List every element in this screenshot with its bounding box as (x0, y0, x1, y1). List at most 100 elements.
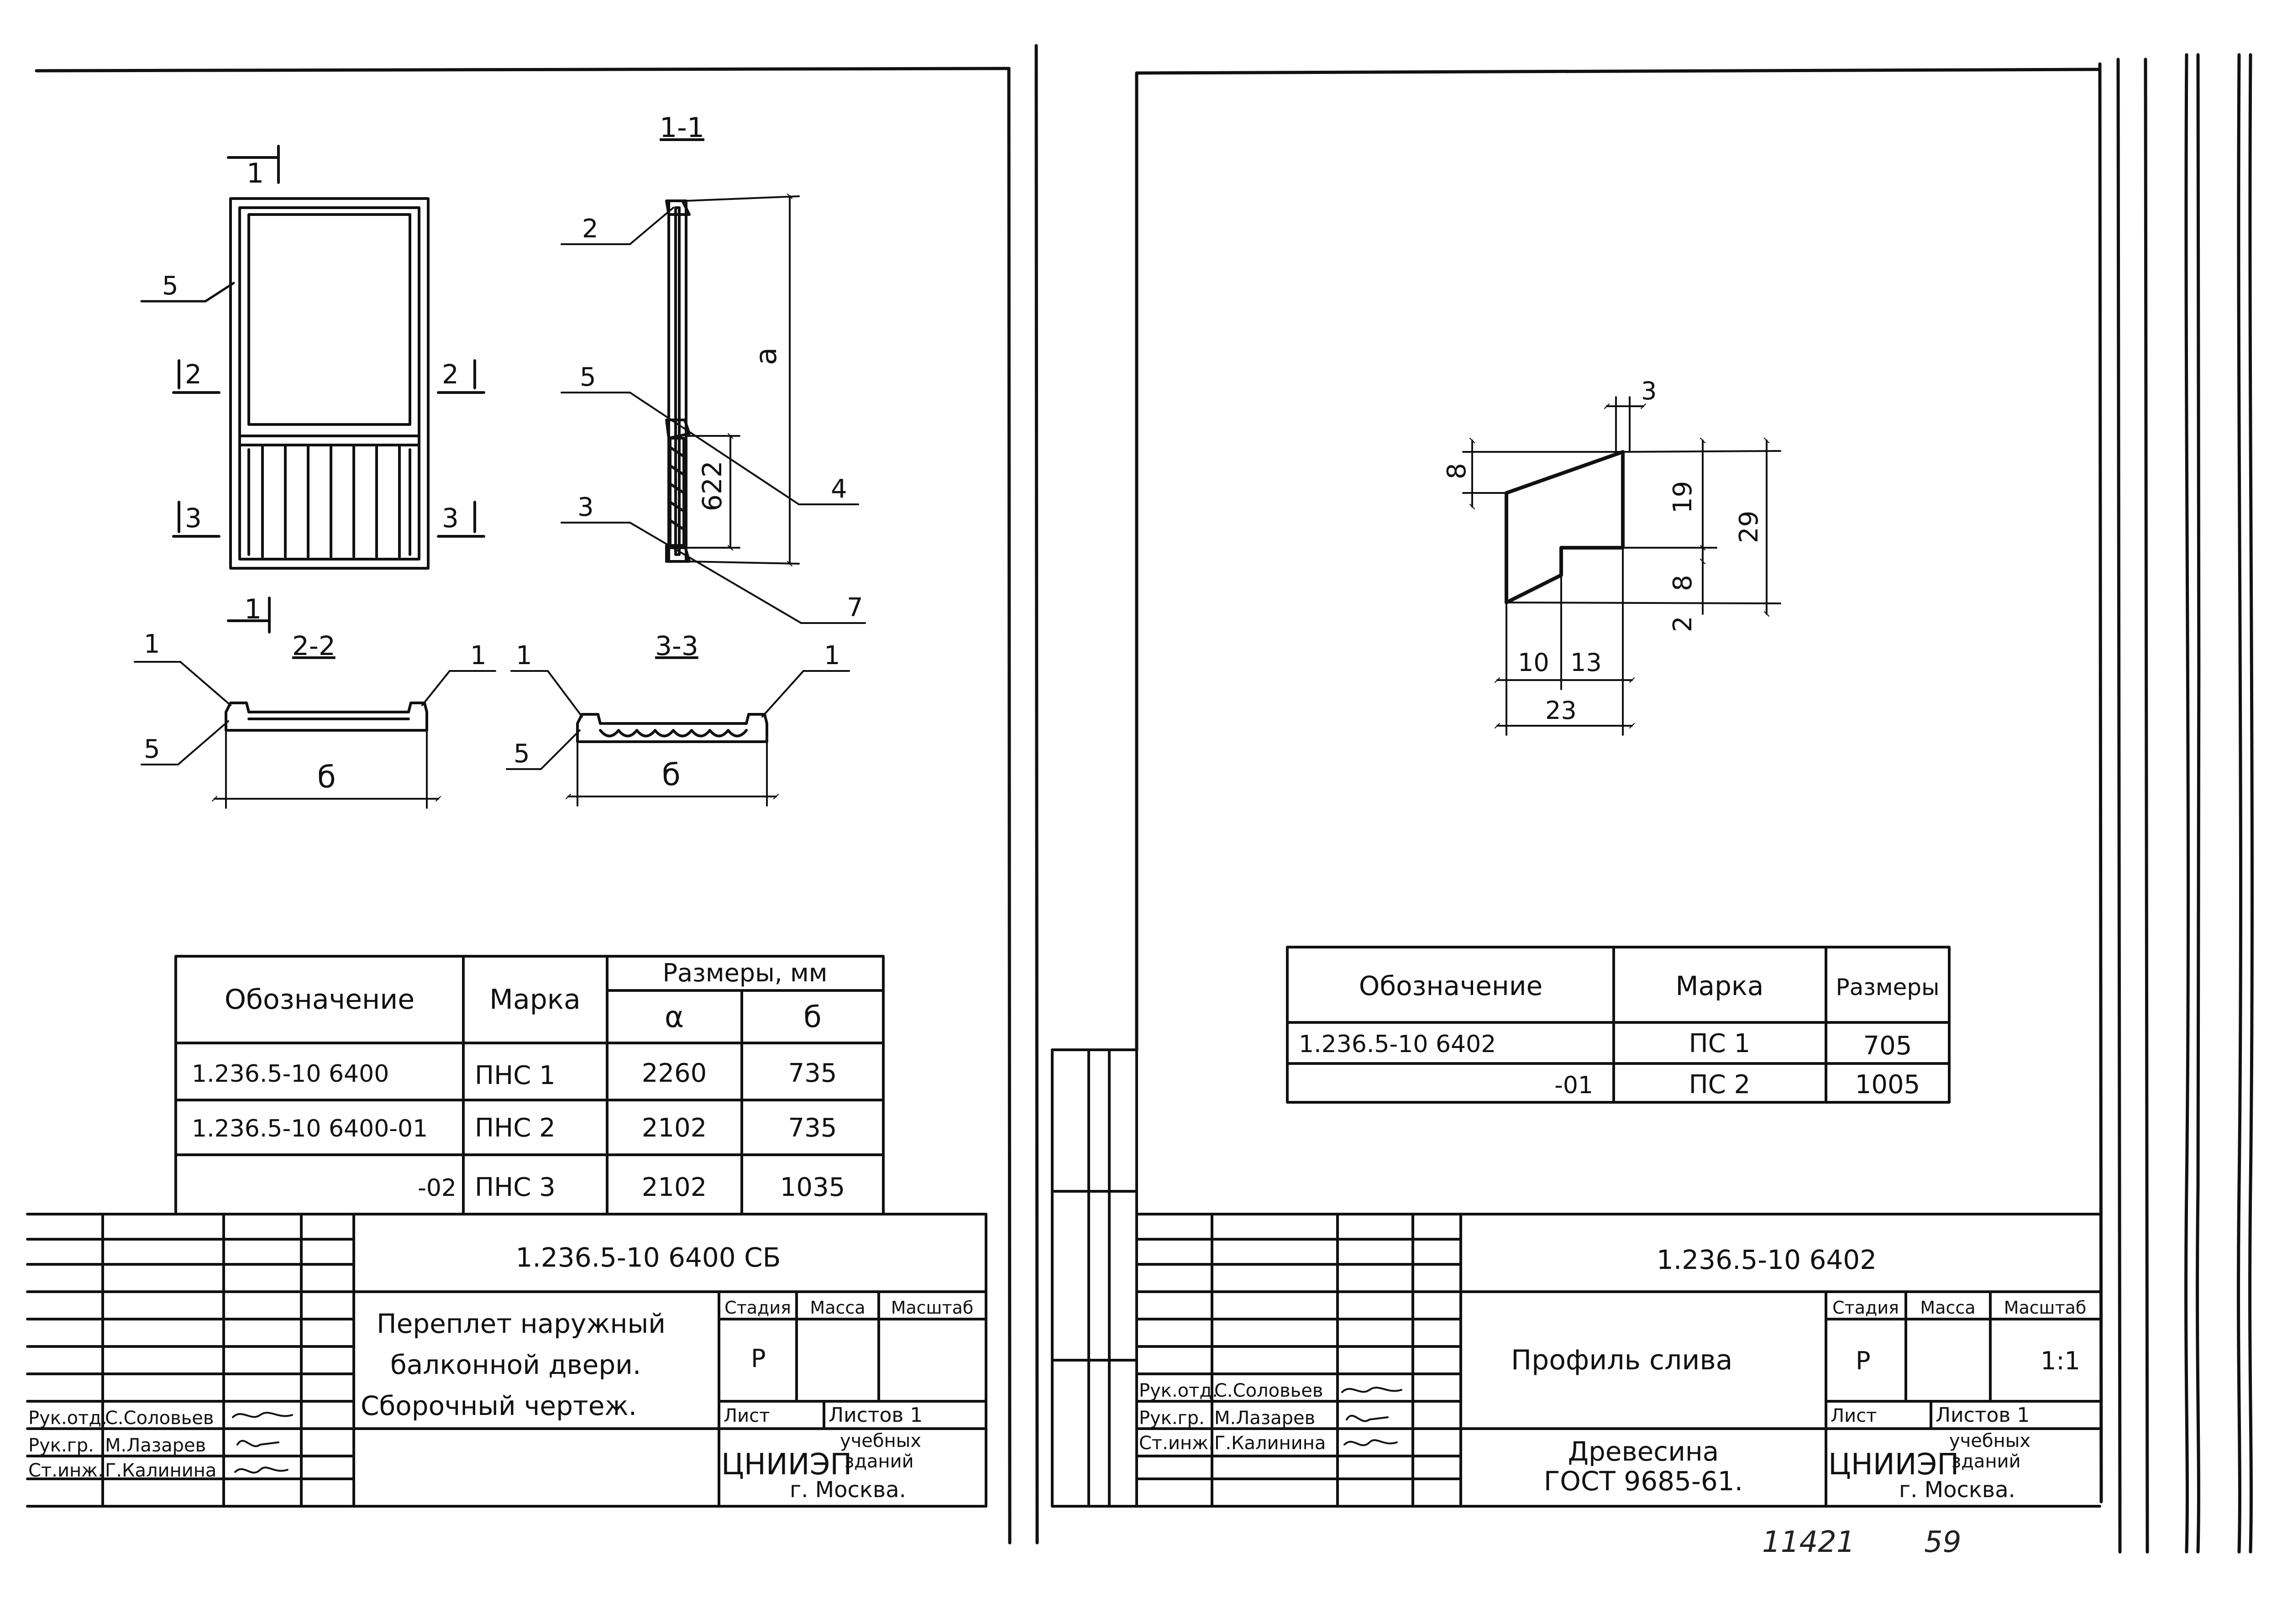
right-title-block-grid (1051, 1048, 2101, 1508)
callout-5-22: 5 (144, 734, 160, 764)
section-3-3-view (576, 713, 768, 743)
callout-leaders-front (140, 282, 235, 303)
left-row3-a: 2102 (642, 1173, 707, 1202)
left-sheet-frame (35, 44, 1039, 1545)
right-row2-size: 1005 (1855, 1070, 1920, 1100)
callout-2: 2 (582, 214, 598, 244)
right-header-mass: Масса (1920, 1298, 1975, 1318)
left-role-1: Рук.отд. (28, 1408, 107, 1429)
left-row1-b: 735 (788, 1058, 837, 1088)
left-title-line1: Переплет наружный (377, 1308, 666, 1339)
right-scale-value: 1:1 (2041, 1346, 2080, 1375)
left-name-2: М.Лазарев (105, 1435, 206, 1456)
left-header-scale: Масштаб (891, 1298, 974, 1318)
section-3-3-dims (506, 670, 850, 807)
callout-1-33-right: 1 (824, 641, 840, 671)
left-drawing-code: 1.236.5-10 6400 СБ (516, 1242, 781, 1273)
section-2-2-label: 2-2 (292, 630, 336, 661)
right-material-line1: Древесина (1568, 1436, 1719, 1467)
left-signatures (232, 1412, 293, 1474)
drip-profile-dims (1462, 396, 1781, 736)
left-city: г. Москва. (790, 1477, 906, 1503)
cut-mark-top-label: 1 (247, 157, 264, 189)
right-header-scale: Масштаб (2004, 1298, 2087, 1318)
section-1-1-dims (561, 193, 866, 624)
left-table-header-designation: Обозначение (225, 984, 414, 1016)
dim-29: 29 (1734, 511, 1764, 543)
left-row1-a: 2260 (642, 1058, 707, 1088)
callout-5-33: 5 (514, 739, 530, 769)
left-org-sub2: зданий (845, 1451, 914, 1472)
right-table-header-designation: Обозначение (1359, 970, 1542, 1001)
callout-4: 4 (831, 474, 847, 504)
left-row2-b: 735 (788, 1113, 837, 1143)
right-row2-designation: -01 (1554, 1072, 1593, 1099)
right-header-stage: Стадия (1832, 1298, 1899, 1318)
left-name-3: Г.Калинина (105, 1460, 216, 1481)
left-sheets-count: Листов 1 (829, 1404, 923, 1427)
right-table-header-mark: Марка (1676, 970, 1764, 1001)
section-1-1-view (665, 199, 691, 563)
left-stage-value: Р (751, 1344, 766, 1373)
left-role-3: Ст.инж. (28, 1460, 104, 1481)
cut-mark-left2-label: 2 (185, 359, 202, 390)
callout-5-section: 5 (580, 362, 596, 392)
dim-23: 23 (1545, 696, 1577, 725)
right-role-2: Рук.гр. (1139, 1408, 1205, 1429)
right-sheets-count: Листов 1 (1936, 1404, 2030, 1427)
section-3-3-label: 3-3 (655, 630, 698, 661)
left-org-name: ЦНИИЭП (721, 1448, 852, 1482)
left-header-mass: Масса (810, 1298, 865, 1318)
right-sheet-label: Лист (1831, 1405, 1877, 1426)
right-org-sub1: учебных (1949, 1430, 2030, 1451)
left-row3-mark: ПНС 3 (475, 1173, 556, 1202)
right-stage-value: Р (1856, 1346, 1871, 1375)
left-row2-mark: ПНС 2 (475, 1113, 556, 1143)
right-row1-size: 705 (1863, 1031, 1912, 1061)
section-2-2-dims (134, 661, 496, 809)
left-table-header-a: α (665, 1001, 684, 1034)
left-table-header-mark: Марка (489, 984, 581, 1016)
dim-10: 10 (1518, 648, 1549, 677)
cut-mark-right3-label: 3 (442, 503, 459, 534)
right-role-1: Рук.отд. (1139, 1380, 1218, 1401)
cut-mark-bottom-label: 1 (244, 593, 262, 625)
dim-8-top: 8 (1442, 463, 1472, 479)
dim-8-bottom: 8 (1668, 575, 1698, 591)
right-spec-table (1286, 946, 1951, 1104)
left-title-block-grid (26, 1213, 987, 1508)
left-role-2: Рук.гр. (28, 1435, 94, 1456)
section-cut-marks (172, 145, 485, 634)
dim-13: 13 (1570, 648, 1602, 677)
callout-1-22-right: 1 (470, 641, 487, 671)
callout-1-33-left: 1 (516, 641, 532, 671)
left-row1-mark: ПНС 1 (475, 1061, 556, 1090)
drip-profile-section (1505, 450, 1625, 604)
left-row1-designation: 1.236.5-10 6400 (192, 1060, 389, 1088)
left-row3-designation: -02 (418, 1174, 456, 1202)
callout-7: 7 (847, 593, 863, 623)
left-table-header-sizes: Размеры, мм (662, 959, 827, 987)
right-org-sub2: зданий (1952, 1451, 2021, 1472)
section-1-1-label: 1-1 (660, 112, 704, 144)
left-header-stage: Стадия (724, 1298, 791, 1318)
right-name-3: Г.Калинина (1214, 1433, 1326, 1454)
left-table-header-b: б (803, 1001, 821, 1034)
left-org-sub1: учебных (840, 1430, 921, 1451)
right-title: Профиль слива (1511, 1344, 1732, 1376)
right-name-2: М.Лазарев (1214, 1408, 1315, 1429)
right-org-name: ЦНИИЭП (1828, 1448, 1959, 1482)
right-sheet-frame (1135, 53, 2254, 1554)
dim-height-a: a (750, 347, 783, 365)
left-row2-a: 2102 (642, 1113, 707, 1143)
right-drawing-code: 1.236.5-10 6402 (1657, 1244, 1877, 1275)
left-row2-designation: 1.236.5-10 6400-01 (192, 1115, 428, 1142)
right-name-1: С.Соловьев (1214, 1380, 1323, 1401)
left-title-line2: балконной двери. (390, 1349, 641, 1380)
archive-page: 59 (1924, 1525, 1961, 1559)
dim-2: 2 (1668, 616, 1698, 632)
archive-number: 11421 (1762, 1525, 1855, 1559)
door-front-view (229, 197, 430, 570)
right-signatures (1341, 1387, 1402, 1446)
